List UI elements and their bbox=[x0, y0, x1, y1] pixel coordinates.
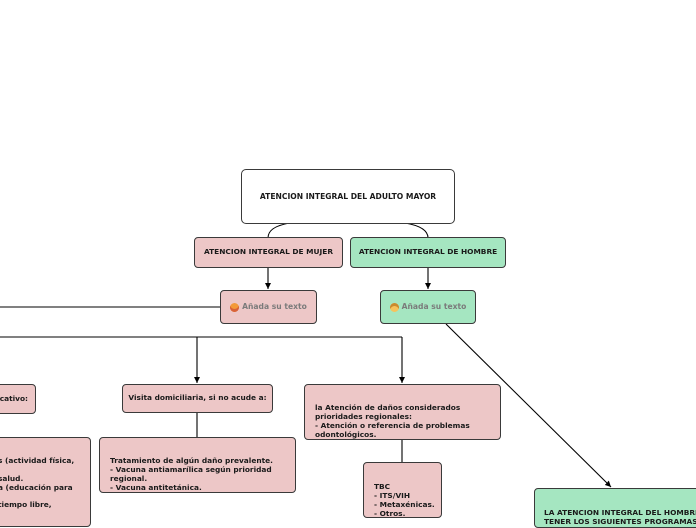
root-node-label: ATENCION INTEGRAL DEL ADULTO MAYOR bbox=[259, 191, 437, 201]
visita-node-label: Visita domiciliaria, si no acude a: bbox=[128, 393, 267, 403]
tratamiento-node[interactable]: Tratamiento de algún daño prevalente. - … bbox=[99, 437, 296, 493]
hombre-placeholder-to-programas-arrow bbox=[445, 323, 612, 488]
mujer-node[interactable]: ATENCION INTEGRAL DE MUJER bbox=[194, 237, 343, 268]
actividades-node[interactable]: s (actividad física, salud. a (educación… bbox=[0, 437, 91, 527]
atencion-danos-node-label: la Atención de daños considerados priori… bbox=[315, 402, 470, 439]
educativo-node[interactable]: cativo: bbox=[0, 384, 36, 414]
educativo-node-label: cativo: bbox=[0, 393, 28, 403]
tbc-node-label: TBC - ITS/VIH - Metaxénicas. - Otros. bbox=[374, 481, 435, 518]
hombre-node[interactable]: ATENCION INTEGRAL DE HOMBRE bbox=[350, 237, 506, 268]
programas-node-label: LA ATENCION INTEGRAL DEL HOMBRE TENER LO… bbox=[544, 507, 696, 526]
woman-face-icon bbox=[230, 302, 240, 312]
placeholder-hombre-label: Añada su texto bbox=[401, 302, 467, 312]
root-to-hombre-curve bbox=[404, 222, 429, 239]
tbc-node[interactable]: TBC - ITS/VIH - Metaxénicas. - Otros. bbox=[363, 462, 442, 518]
root-to-mujer-curve bbox=[267, 222, 291, 239]
placeholder-hombre-node[interactable]: Añada su texto bbox=[380, 290, 476, 324]
actividades-node-label: s (actividad física, salud. a (educación… bbox=[0, 455, 75, 510]
placeholder-mujer-node[interactable]: Añada su texto bbox=[220, 290, 317, 324]
programas-node[interactable]: LA ATENCION INTEGRAL DEL HOMBRE TENER LO… bbox=[534, 488, 696, 528]
atencion-danos-node[interactable]: la Atención de daños considerados priori… bbox=[304, 384, 501, 440]
hombre-node-label: ATENCION INTEGRAL DE HOMBRE bbox=[358, 247, 498, 257]
visita-node[interactable]: Visita domiciliaria, si no acude a: bbox=[122, 384, 273, 413]
mujer-node-label: ATENCION INTEGRAL DE MUJER bbox=[203, 247, 334, 257]
man-face-icon bbox=[389, 302, 399, 312]
tratamiento-node-label: Tratamiento de algún daño prevalente. - … bbox=[110, 455, 273, 492]
placeholder-mujer-label: Añada su texto bbox=[242, 302, 307, 312]
root-node[interactable]: ATENCION INTEGRAL DEL ADULTO MAYOR bbox=[241, 169, 455, 224]
